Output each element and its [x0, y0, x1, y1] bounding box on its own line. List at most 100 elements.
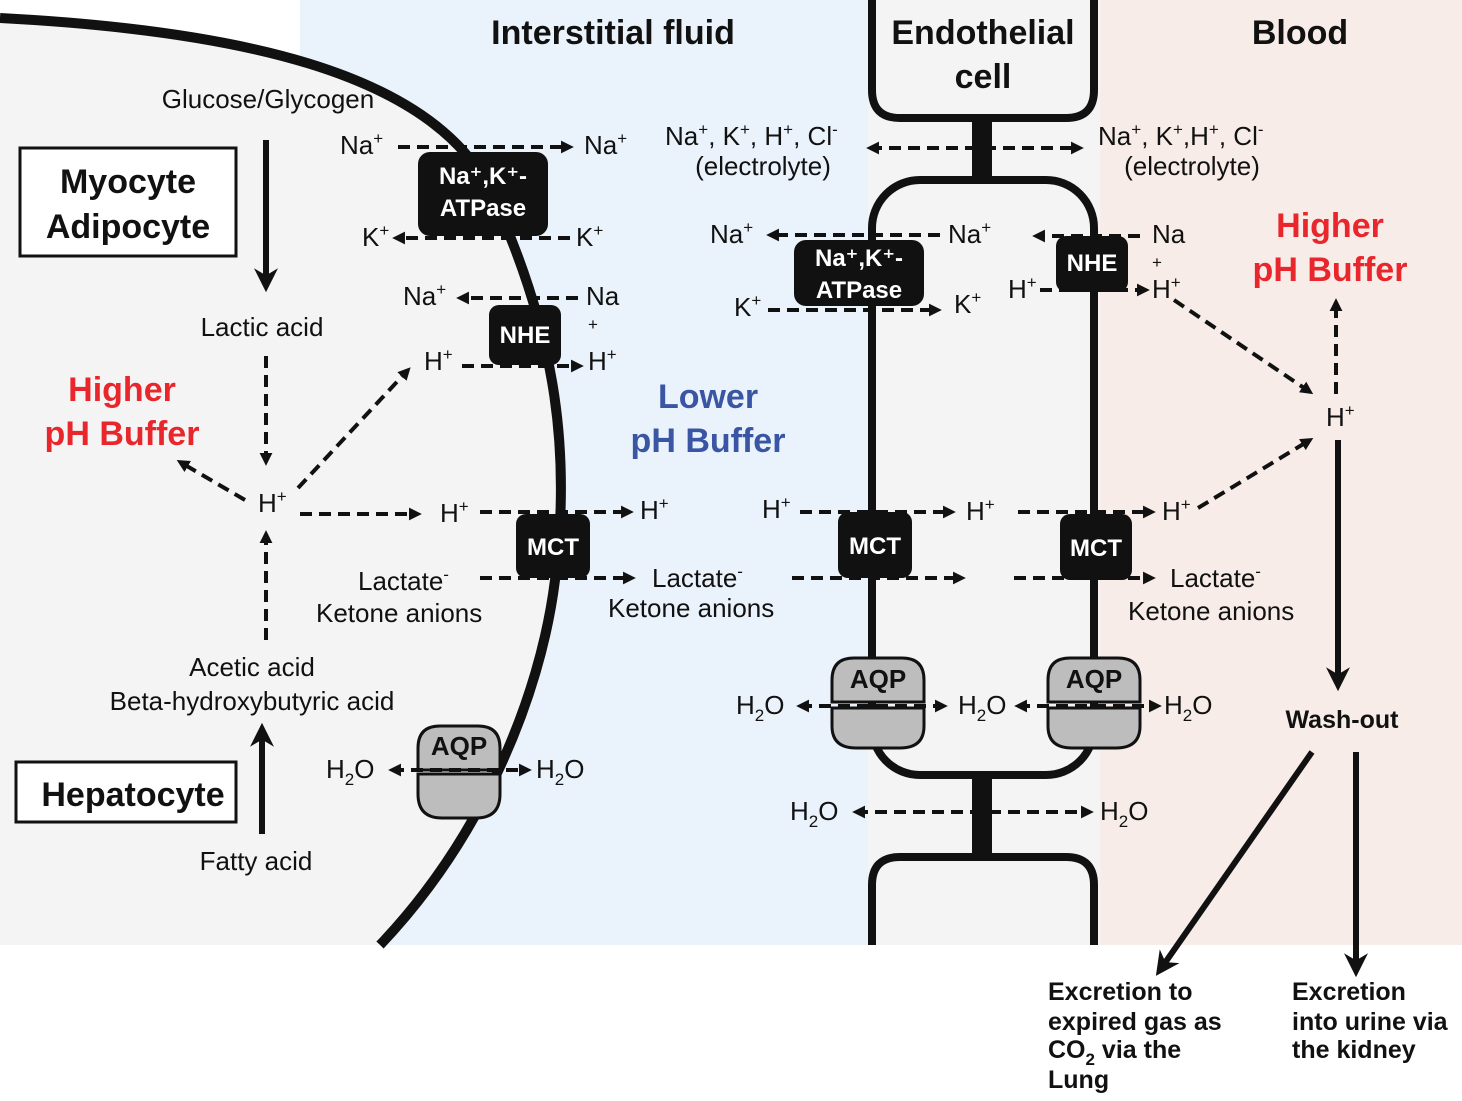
hepatocyte-box — [14, 760, 238, 824]
cell-mct-channel — [516, 514, 590, 578]
endo-atpase-k-in: K+ — [954, 288, 981, 319]
cell-mct-label: MCT — [527, 534, 579, 561]
cell-aqp-bottom — [416, 772, 502, 820]
cell-aqp-h2o-in: H2O — [326, 754, 374, 789]
cell-nhe-channel — [489, 305, 561, 365]
cell-nhe-label: NHE — [500, 322, 551, 349]
endo-aqp1-top — [830, 656, 926, 704]
blood-background — [1100, 0, 1462, 945]
myocyte-label: Myocyte — [60, 163, 196, 201]
cell-mct-h-out: H+ — [640, 494, 669, 525]
kidney-text-1: Excretion — [1292, 978, 1406, 1006]
region-label-endothelial: Endothelial — [891, 14, 1074, 52]
cell-mct-h-in: H+ — [440, 497, 469, 528]
region-label-endothelial-cell: cell — [955, 58, 1012, 96]
endo-atpase-label-2: ATPase — [816, 277, 902, 304]
blood-electrolyte-ions: Na+, K+,H+, Cl- — [1098, 120, 1264, 151]
kidney-text-3: the kidney — [1292, 1036, 1416, 1064]
cell-buffer-label-2: pH Buffer — [45, 415, 200, 453]
endo-nhe-h-in: H+ — [1008, 273, 1037, 304]
endo-aqp1-h2o-out: H2O — [736, 690, 784, 725]
cell-nhe-na-out: Na — [586, 281, 620, 311]
endo-mct1-h-out: H+ — [966, 495, 995, 526]
cell-h-plus: + — [277, 487, 287, 506]
blood-electrolyte-label: (electrolyte) — [1124, 151, 1260, 181]
cell-atpase-na-in: Na+ — [340, 129, 383, 160]
cell-atpase-label-1: Na⁺,K⁺- — [439, 163, 527, 190]
endo-nhe-na-out: Na — [1152, 219, 1186, 249]
cell-h-to-buffer-arrow — [176, 460, 247, 502]
cell-atpase-channel — [418, 152, 548, 236]
region-label-interstitial: Interstitial fluid — [491, 14, 735, 52]
endo-aqp2-label: AQP — [1066, 664, 1122, 694]
cell-h-label: H+ — [258, 487, 287, 518]
endo-atpase-label-1: Na⁺,K⁺- — [815, 245, 903, 272]
lung-text-3: CO2 via the — [1048, 1036, 1181, 1069]
lactic-acid-label: Lactic acid — [201, 312, 324, 342]
endo-aqp-h2o-mid: H2O — [958, 690, 1006, 725]
cell-nhe-na-in: Na+ — [403, 280, 446, 311]
interstitial-ketone-label: Ketone anions — [608, 593, 774, 623]
glucose-label: Glucose/Glycogen — [162, 84, 374, 114]
blood-h-label: H+ — [1326, 401, 1355, 432]
myocyte-box — [18, 146, 238, 258]
endothelial-junction-bottom — [972, 775, 992, 857]
endo-atpase-na-out: Na+ — [710, 218, 753, 249]
region-label-blood: Blood — [1252, 14, 1348, 52]
beta-hb-label: Beta-hydroxybutyric acid — [110, 686, 395, 716]
endo-nhe-label: NHE — [1067, 250, 1118, 277]
lung-text-2: expired gas as — [1048, 1008, 1222, 1036]
cell-buffer-label-1: Higher — [68, 371, 176, 409]
blood-buffer-label-1: Higher — [1276, 207, 1384, 245]
blood-mct-h-to-h-arrow — [1196, 438, 1314, 510]
adipocyte-label: Adipocyte — [46, 208, 210, 246]
endo-atpase-channel — [794, 240, 924, 306]
acetic-acid-label: Acetic acid — [189, 652, 315, 682]
cell-nhe-h-out: H+ — [588, 345, 617, 376]
cell-h-to-nhe-arrow — [296, 367, 411, 490]
blood-buffer-label-2: pH Buffer — [1253, 251, 1408, 289]
paracellular-h2o-left: H2O — [790, 796, 838, 831]
endo-nhe-channel — [1056, 236, 1128, 292]
cell-h: H — [258, 488, 277, 518]
endo-nhe-h-out: H+ — [1152, 273, 1181, 304]
interstitial-buffer-label-2: pH Buffer — [631, 422, 786, 460]
endo-mct2-h-out: H+ — [1162, 495, 1191, 526]
blood-lactate-label: Lactate- — [1170, 562, 1261, 593]
kidney-text-2: into urine via — [1292, 1008, 1449, 1036]
endo-mct1-channel — [838, 512, 912, 578]
cell-lactate-label: Lactate- — [358, 565, 449, 596]
fatty-acid-label: Fatty acid — [200, 846, 313, 876]
interstitial-electrolyte-label: (electrolyte) — [695, 151, 831, 181]
cell-ketone-label: Ketone anions — [316, 598, 482, 628]
endo-aqp2-h2o-out: H2O — [1164, 690, 1212, 725]
washout-to-lung-arrow — [1155, 750, 1315, 976]
endo-aqp2-bottom — [1046, 706, 1142, 750]
cell-atpase-k-out: K+ — [576, 221, 603, 252]
blood-ketone-label: Ketone anions — [1128, 596, 1294, 626]
blood-nhe-h-to-h-arrow — [1172, 298, 1314, 395]
cell-aqp-label: AQP — [431, 731, 487, 761]
cell-nhe-na-out-plus: + — [588, 315, 598, 334]
endo-aqp2-top — [1046, 656, 1142, 704]
cell-atpase-label-2: ATPase — [440, 195, 526, 222]
lung-text-4: Lung — [1048, 1066, 1109, 1094]
cell-atpase-na-out: Na+ — [584, 129, 627, 160]
endo-mct1-h-in: H+ — [762, 493, 791, 524]
endo-atpase-na-in: Na+ — [948, 218, 991, 249]
endothelial-bottom-cell — [868, 853, 1098, 945]
endo-aqp1-bottom — [830, 706, 926, 750]
cell-membrane — [0, 13, 566, 949]
endo-mct2-label: MCT — [1070, 535, 1122, 562]
hepatocyte-label: Hepatocyte — [41, 776, 224, 814]
lung-text-1: Excretion to — [1048, 978, 1192, 1006]
cell-nhe-h-in: H+ — [424, 345, 453, 376]
paracellular-h2o-right: H2O — [1100, 796, 1148, 831]
cell-aqp-top — [416, 724, 502, 772]
endo-mct2-channel — [1060, 514, 1132, 580]
cell-atpase-k-in: K+ — [362, 221, 389, 252]
endo-atpase-k-out: K+ — [734, 291, 761, 322]
cell-aqp-h2o-out: H2O — [536, 754, 584, 789]
interstitial-lactate-label: Lactate- — [652, 562, 743, 593]
